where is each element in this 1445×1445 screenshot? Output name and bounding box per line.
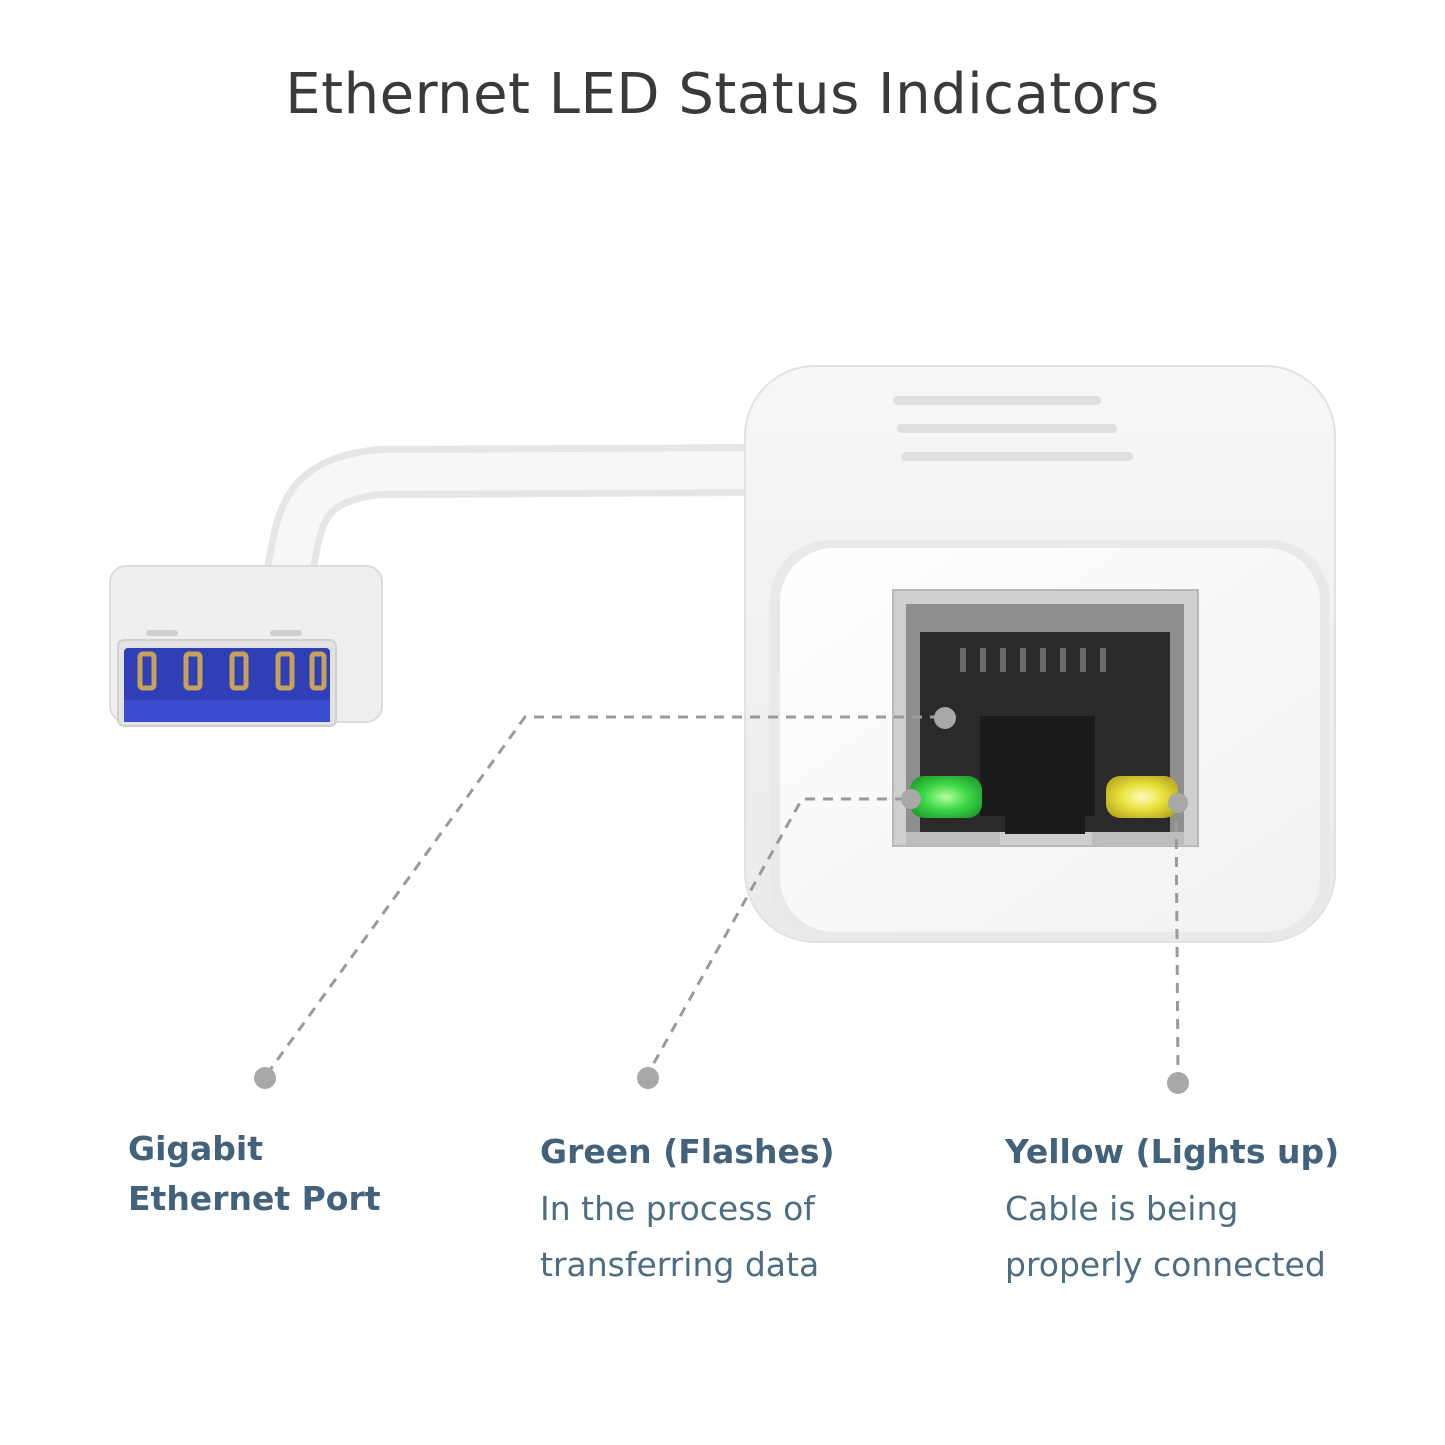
anchor-dot-green (637, 1067, 659, 1089)
label-heading: Yellow (Lights up) (1005, 1132, 1340, 1171)
label-desc-line: transferring data (540, 1245, 820, 1284)
anchor-dot-yellow-start (1168, 793, 1188, 813)
leader-line-yellow (1174, 802, 1180, 1077)
anchor-dot-green-start (901, 789, 921, 809)
label-desc-line: properly connected (1005, 1245, 1326, 1284)
label-desc-line: In the process of (540, 1189, 815, 1228)
page-title: Ethernet LED Status Indicators (285, 62, 1160, 127)
usb-plug (109, 565, 383, 727)
label-green-led: Green (Flashes) In the process of transf… (540, 1127, 835, 1289)
label-gigabit-ethernet-port: Gigabit Ethernet Port (128, 1124, 381, 1224)
label-desc-line: Cable is being (1005, 1189, 1239, 1228)
label-heading-line: Gigabit (128, 1129, 263, 1168)
label-yellow-led: Yellow (Lights up) Cable is being proper… (1005, 1127, 1339, 1289)
anchor-dot-port (254, 1067, 276, 1089)
usb-cable (264, 444, 786, 596)
label-heading-line: Ethernet Port (128, 1179, 381, 1218)
green-led (910, 776, 982, 818)
anchor-dot-yellow (1167, 1072, 1189, 1094)
anchor-dot-port-start (934, 707, 956, 729)
leader-line-green (648, 797, 905, 1071)
yellow-led (1106, 776, 1178, 818)
label-heading: Green (Flashes) (540, 1132, 835, 1171)
leader-line-port (268, 715, 940, 1071)
